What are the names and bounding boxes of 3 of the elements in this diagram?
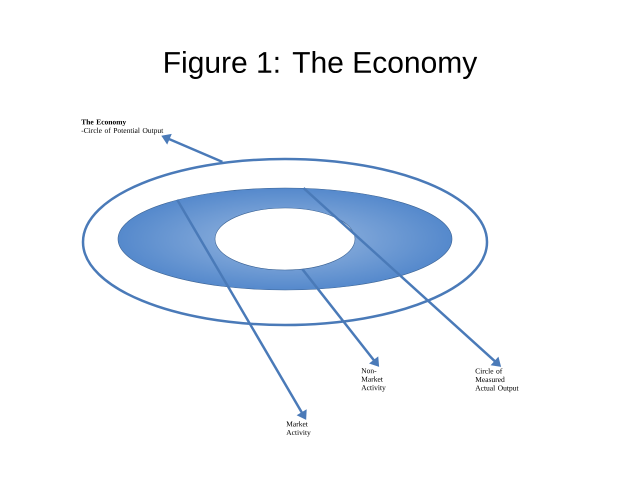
title: Figure 1: The Economy (165, 51, 478, 79)
inner-ellipse (214, 208, 356, 270)
band-ellipse (118, 188, 452, 290)
